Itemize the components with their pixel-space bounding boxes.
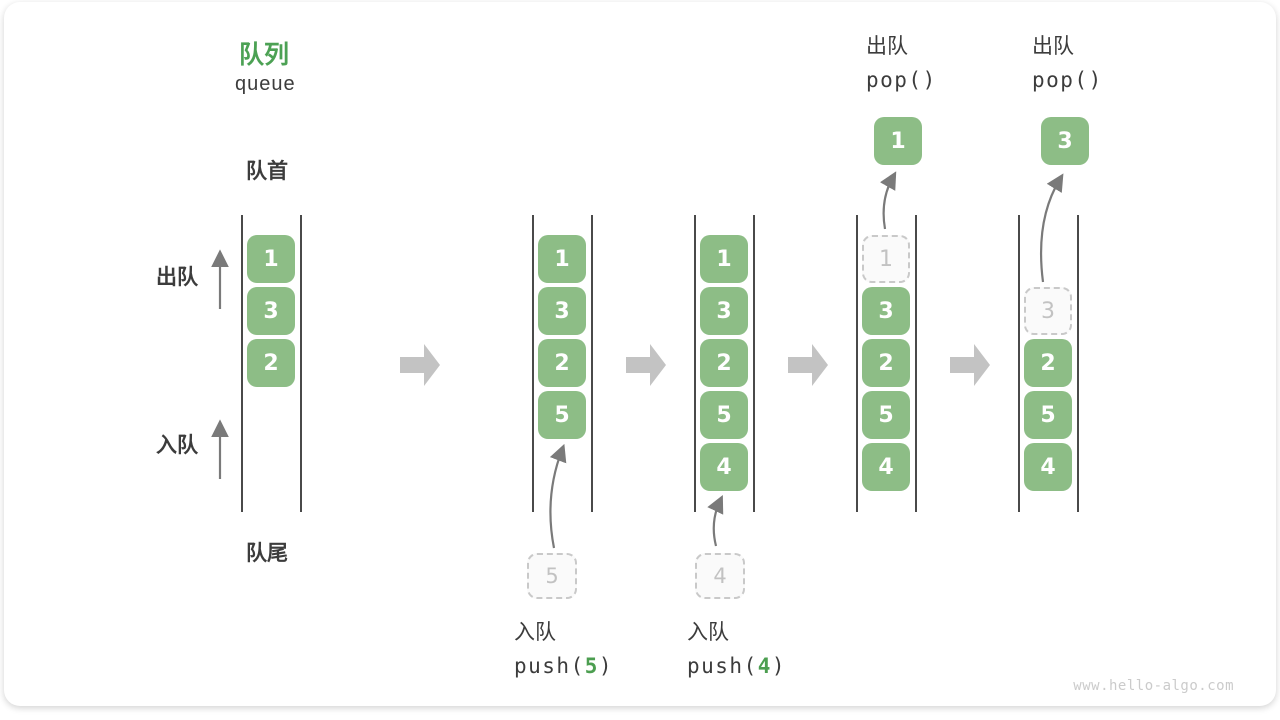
queue-cell: 3 — [247, 287, 295, 335]
queue-cell: 4 — [862, 443, 910, 491]
watermark: www.hello-algo.com — [1073, 678, 1234, 694]
popped-cell: 3 — [1041, 117, 1089, 165]
queue-wall-right — [591, 215, 593, 512]
label-dequeue: 出队 — [156, 266, 198, 289]
label-queue-front: 队首 — [246, 160, 288, 183]
queue-cell: 3 — [538, 287, 586, 335]
transition-arrow-icon — [626, 344, 666, 386]
queue-cell: 2 — [700, 339, 748, 387]
queue-state-after-pop-1: 1 3 2 5 4 — [856, 215, 917, 512]
queue-wall-right — [1077, 215, 1079, 512]
queue-wall-left — [241, 215, 243, 512]
code-text: push( — [687, 654, 758, 678]
queue-cell: 2 — [1024, 339, 1072, 387]
code-arg: 5 — [584, 654, 599, 678]
code-text: ) — [598, 654, 614, 678]
queue-wall-left — [532, 215, 534, 512]
queue-cell: 1 — [247, 235, 295, 283]
queue-cell: 1 — [700, 235, 748, 283]
queue-cell: 1 — [538, 235, 586, 283]
queue-cell: 5 — [1024, 391, 1072, 439]
queue-cell: 5 — [538, 391, 586, 439]
queue-wall-left — [694, 215, 696, 512]
queue-wall-right — [915, 215, 917, 512]
queue-cell: 4 — [1024, 443, 1072, 491]
push-label-code: push(4) — [687, 648, 786, 684]
code-text: ) — [771, 654, 787, 678]
queue-wall-left — [1018, 215, 1020, 512]
pop-annotation: 出队 pop() — [1032, 32, 1103, 98]
queue-cell-removed: 1 — [862, 235, 910, 283]
push-annotation: 入队 push(5) — [514, 618, 613, 684]
push-annotation: 入队 push(4) — [687, 618, 786, 684]
pop-annotation: 出队 pop() — [866, 32, 937, 98]
queue-cell-removed: 3 — [1024, 287, 1072, 335]
queue-cell: 5 — [862, 391, 910, 439]
queue-state-initial: 1 3 2 — [241, 215, 302, 512]
queue-cell: 2 — [538, 339, 586, 387]
queue-cell: 5 — [700, 391, 748, 439]
queue-wall-right — [300, 215, 302, 512]
queue-cell: 4 — [700, 443, 748, 491]
queue-state-after-push-4: 1 3 2 5 4 — [694, 215, 755, 512]
queue-cell: 2 — [247, 339, 295, 387]
pop-label-code: pop() — [866, 68, 937, 92]
push-label-zh: 入队 — [514, 621, 556, 644]
page-subtitle: queue — [235, 73, 296, 95]
popped-cell: 1 — [874, 117, 922, 165]
push-label-code: push(5) — [514, 648, 613, 684]
pop-label-zh: 出队 — [1032, 35, 1074, 58]
queue-state-after-pop-3: 3 2 5 4 — [1018, 215, 1079, 512]
queue-cell: 3 — [700, 287, 748, 335]
pending-cell: 4 — [695, 553, 745, 599]
label-queue-rear: 队尾 — [246, 542, 288, 565]
code-arg: 4 — [757, 654, 772, 678]
queue-cell: 2 — [862, 339, 910, 387]
pop-label-zh: 出队 — [866, 35, 908, 58]
transition-arrow-icon — [788, 344, 828, 386]
queue-cell: 3 — [862, 287, 910, 335]
queue-wall-left — [856, 215, 858, 512]
pending-cell: 5 — [527, 553, 577, 599]
transition-arrow-icon — [950, 344, 990, 386]
page-title: 队列 — [239, 41, 290, 69]
label-enqueue: 入队 — [156, 434, 198, 457]
push-label-zh: 入队 — [687, 621, 729, 644]
pop-label-code: pop() — [1032, 68, 1103, 92]
queue-state-after-push-5: 1 3 2 5 — [532, 215, 593, 512]
code-text: push( — [514, 654, 585, 678]
transition-arrow-icon — [400, 344, 440, 386]
queue-diagram: 队列 queue 队首 队尾 出队 入队 1 3 2 1 3 2 5 5 入队 … — [4, 2, 1276, 706]
queue-wall-right — [753, 215, 755, 512]
